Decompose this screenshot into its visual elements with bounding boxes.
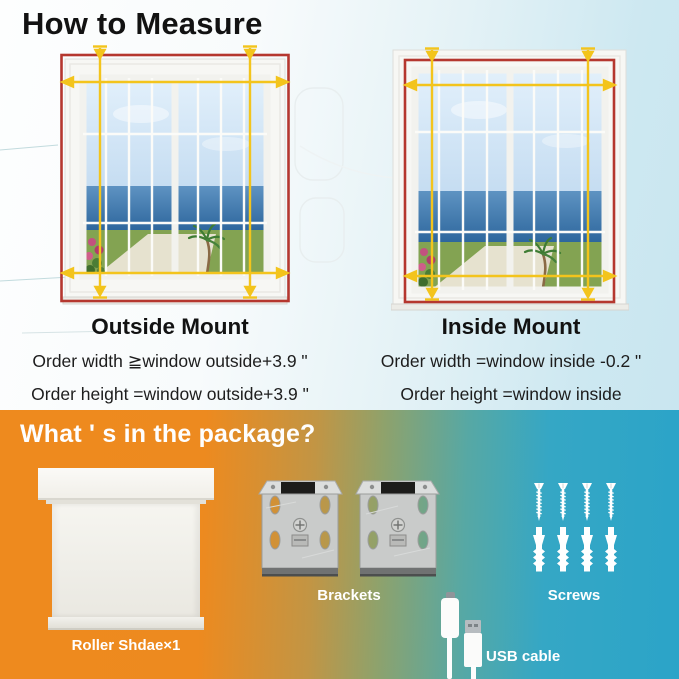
wall-anchor-icon xyxy=(581,527,593,572)
inside-mount-heading: Inside Mount xyxy=(441,314,581,339)
outside-mount-frame-outline xyxy=(60,53,290,303)
wall-anchor-icon xyxy=(557,527,569,572)
screws-label: Screws xyxy=(547,587,601,604)
usb-cable-wire xyxy=(471,665,476,679)
inside-mount-width-rule: Order width =window inside -0.2 " xyxy=(380,351,642,371)
inside-mount-height-rule: Order height =window inside xyxy=(400,384,622,404)
wall-anchor-icon xyxy=(533,527,545,572)
inside-mount-frame-outline xyxy=(403,58,616,304)
inside-mount-window-illustration xyxy=(390,46,630,312)
screw-icon xyxy=(606,483,616,521)
usb-a-connector-metal xyxy=(465,620,481,633)
bracket-icon xyxy=(258,480,343,577)
roller-shade-label: Roller Shdae×1 xyxy=(71,637,181,654)
screw-icon xyxy=(534,483,544,521)
roller-shade-cassette xyxy=(38,468,214,500)
outside-mount-width-rule: Order width ≧window outside+3.9 " xyxy=(32,351,308,371)
roller-shade-fabric xyxy=(52,504,200,617)
package-section-title: What ' s in the package? xyxy=(20,420,316,448)
package-contents-section: What ' s in the package? Roller Shdae×1 xyxy=(0,410,679,679)
measure-section: How to Measure xyxy=(0,0,679,410)
outside-mount-window-illustration xyxy=(56,42,294,310)
wall-anchor-icon xyxy=(605,527,617,572)
usb-micro-connector xyxy=(441,598,459,638)
brackets-label: Brackets xyxy=(317,587,381,604)
page-title: How to Measure xyxy=(22,6,263,41)
bracket-icon xyxy=(355,480,440,577)
outside-mount-height-rule: Order height =window outside+3.9 " xyxy=(31,384,309,404)
outside-mount-instructions: Outside Mount Order width ≧window outsid… xyxy=(10,314,330,405)
usb-cable-label: USB cable xyxy=(486,648,561,665)
roller-shade-bottom-bar xyxy=(48,617,204,630)
roller-shade-cassette-lip xyxy=(46,500,206,504)
outside-mount-heading: Outside Mount xyxy=(91,314,249,339)
usb-a-connector xyxy=(464,633,482,667)
usb-cable-wire xyxy=(447,636,452,679)
screw-icon xyxy=(558,483,568,521)
screw-icon xyxy=(582,483,592,521)
inside-mount-instructions: Inside Mount Order width =window inside … xyxy=(352,314,670,405)
usb-micro-connector-tip xyxy=(446,592,455,599)
